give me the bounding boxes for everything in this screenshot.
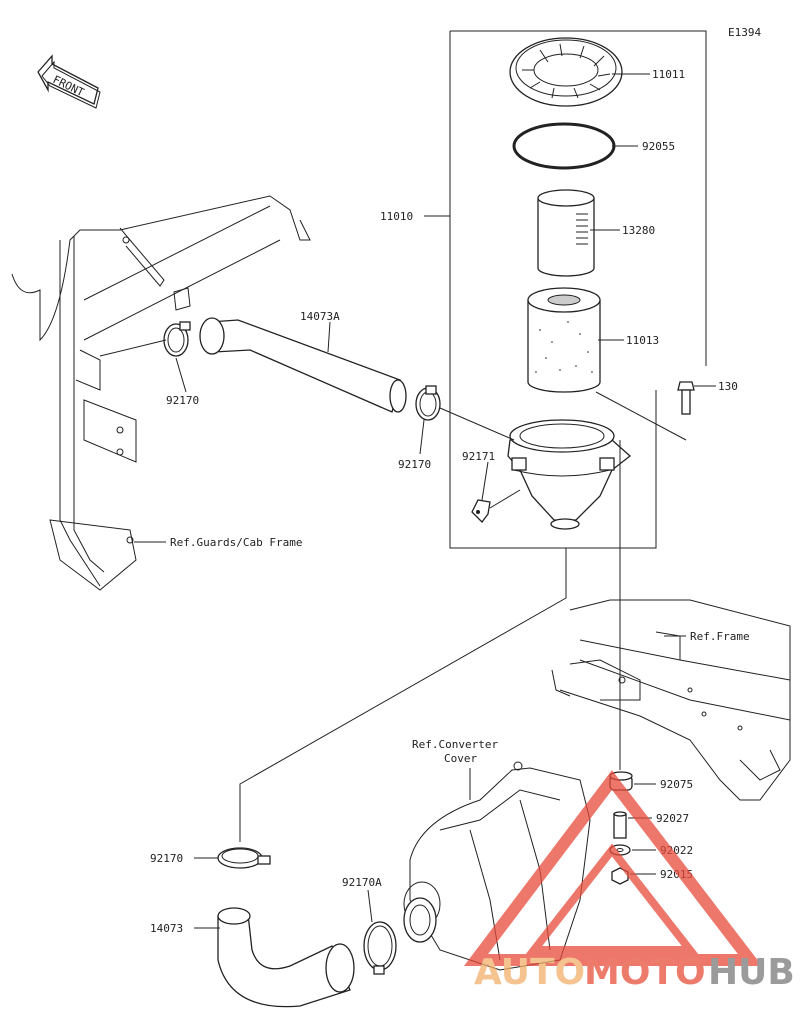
callout-92171: 92171	[462, 450, 495, 463]
ref-guards-cab-frame: Ref.Guards/Cab Frame	[170, 536, 302, 549]
main-frame	[551, 599, 791, 801]
diagram-code: E1394	[728, 26, 761, 39]
air-filter-element	[527, 287, 601, 393]
ref-converter-line2: Cover	[444, 752, 477, 765]
clamp-92171	[471, 499, 491, 523]
callout-92170-b: 92170	[398, 458, 431, 471]
o-ring	[512, 122, 616, 170]
callout-14073: 14073	[150, 922, 183, 935]
hose-clamp-middle	[415, 385, 441, 421]
inner-filter	[537, 189, 595, 277]
callout-11013: 11013	[626, 334, 659, 347]
collar-92027	[613, 811, 627, 839]
callout-92170-a: 92170	[166, 394, 199, 407]
callout-130: 130	[718, 380, 738, 393]
air-cleaner-case	[507, 419, 632, 690]
front-arrow-icon: FRONT	[37, 54, 101, 109]
air-cleaner-assembly-box	[424, 30, 707, 549]
callout-92170-c: 92170	[150, 852, 183, 865]
callout-92055: 92055	[642, 140, 675, 153]
callout-92170a: 92170A	[342, 876, 382, 889]
bolt	[677, 381, 695, 415]
cab-frame	[11, 195, 311, 591]
watermark-moto: MOTO	[584, 952, 706, 993]
watermark-hub: HUB	[708, 952, 795, 993]
callout-13280: 13280	[622, 224, 655, 237]
hose-clamp-left	[163, 321, 191, 357]
callout-92075: 92075	[660, 778, 693, 791]
callout-11011: 11011	[652, 68, 685, 81]
callout-14073a: 14073A	[300, 310, 340, 323]
hose-clamp-lower	[217, 847, 271, 869]
nut-92015	[611, 867, 629, 885]
watermark-auto: AUTO	[474, 952, 585, 993]
intake-hose-14073	[217, 907, 355, 1008]
intake-duct-14073a	[199, 317, 407, 413]
hose-clamp-92170a	[363, 921, 397, 975]
air-cleaner-cover	[509, 37, 623, 107]
callout-11010: 11010	[380, 210, 413, 223]
callout-92027: 92027	[656, 812, 689, 825]
automotohub-watermark: AUTO MOTO HUB	[463, 770, 795, 993]
ref-converter-line1: Ref.Converter	[412, 738, 498, 751]
ref-frame: Ref.Frame	[690, 630, 750, 643]
